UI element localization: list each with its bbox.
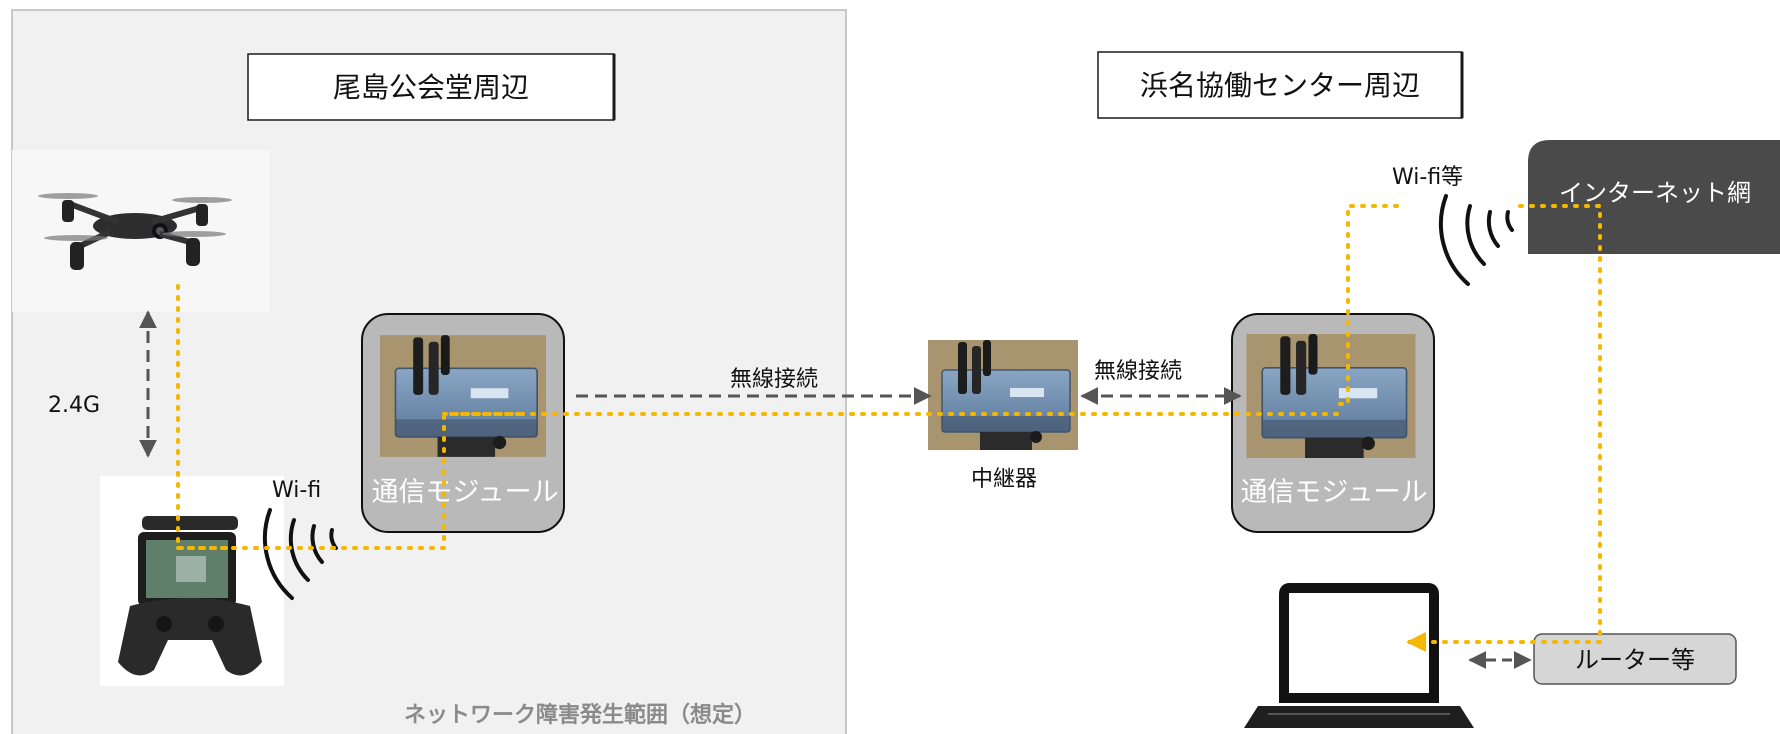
failure-zone-label: ネットワーク障害発生範囲（想定） bbox=[404, 702, 756, 728]
comm-module-left-label: 通信モジュール bbox=[371, 477, 558, 508]
data-path bbox=[176, 204, 1602, 644]
wireless-left-label: 無線接続 bbox=[730, 367, 818, 392]
drone-icon bbox=[12, 150, 270, 312]
left-area-title-box: 尾島公会堂周辺 bbox=[247, 53, 616, 121]
right-area-title: 浜名協働センター周辺 bbox=[1140, 69, 1420, 102]
comm-module-left: 通信モジュール bbox=[361, 313, 565, 533]
internet-wifi-waves-icon bbox=[1438, 194, 1514, 286]
left-area-title: 尾島公会堂周辺 bbox=[333, 71, 529, 104]
internet-box: インターネット網 bbox=[1528, 140, 1780, 254]
right-area-title-box: 浜名協働センター周辺 bbox=[1097, 51, 1464, 119]
router-box: ルーター等 bbox=[1533, 633, 1737, 685]
relay-label: 中継器 bbox=[971, 467, 1037, 492]
relay-device: 中継器 bbox=[928, 339, 1078, 492]
wireless-right-label: 無線接続 bbox=[1094, 359, 1182, 384]
internet-wifi-label: Wi-fi等 bbox=[1392, 165, 1463, 190]
drone-band-label: 2.4G bbox=[48, 393, 100, 418]
router-label: ルーター等 bbox=[1575, 646, 1695, 674]
comm-module-right: 通信モジュール bbox=[1231, 313, 1435, 533]
controller-wifi-label: Wi-fi bbox=[272, 478, 321, 503]
controller-icon bbox=[100, 476, 284, 686]
comm-module-right-label: 通信モジュール bbox=[1240, 477, 1427, 508]
internet-label: インターネット網 bbox=[1559, 179, 1751, 207]
laptop-icon bbox=[1244, 583, 1474, 728]
